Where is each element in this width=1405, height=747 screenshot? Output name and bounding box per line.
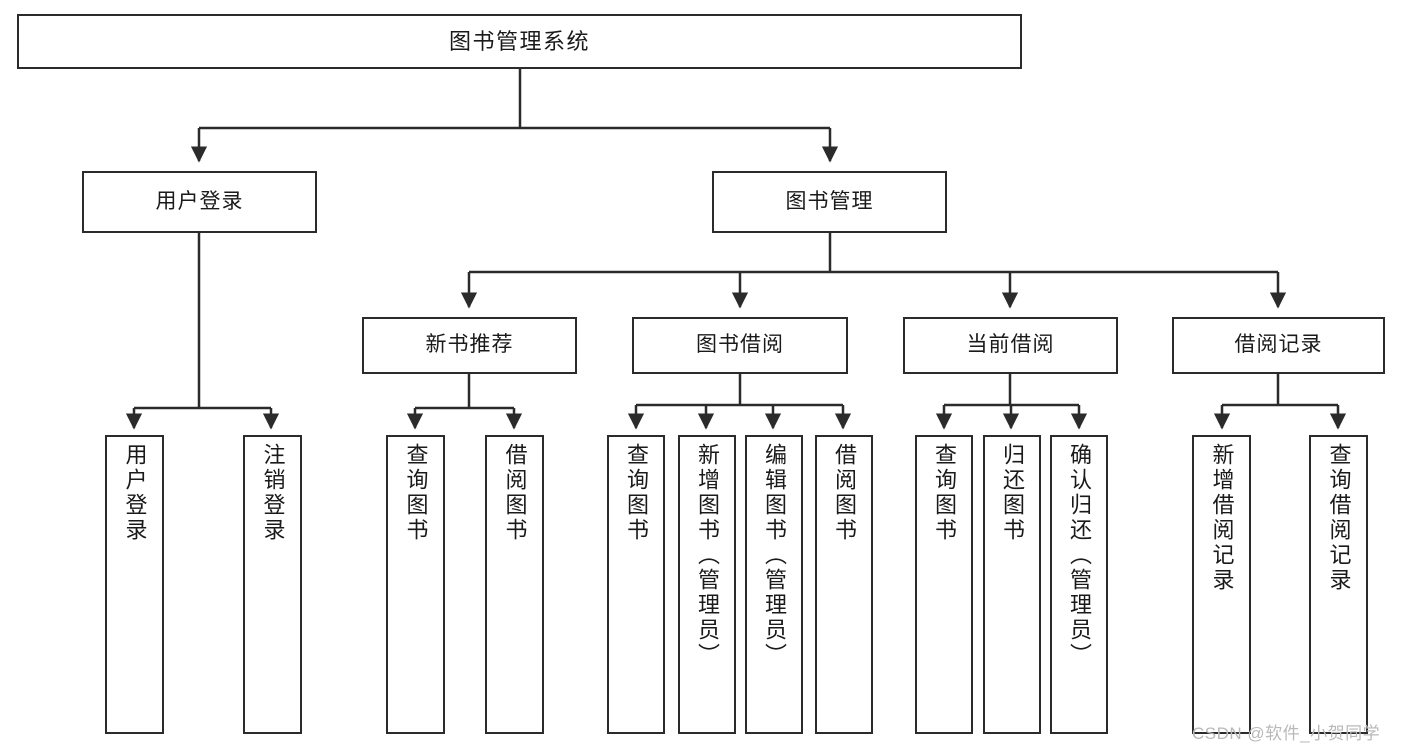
node-leaf-borrow-book-2[interactable]: 借阅图书 bbox=[815, 435, 873, 734]
node-leaf-add-book-label: 新增图书（管理员） bbox=[695, 443, 720, 668]
node-user-login[interactable]: 用户登录 bbox=[82, 171, 317, 233]
node-leaf-borrow-book-2-label: 借阅图书 bbox=[832, 443, 857, 543]
node-leaf-query-record-label: 查询借阅记录 bbox=[1326, 443, 1352, 593]
node-leaf-borrow-book-1[interactable]: 借阅图书 bbox=[485, 435, 544, 734]
node-book-borrow[interactable]: 图书借阅 bbox=[632, 317, 848, 374]
node-book-manage[interactable]: 图书管理 bbox=[712, 171, 947, 233]
node-leaf-confirm-return-label: 确认归还（管理员） bbox=[1067, 443, 1092, 668]
node-leaf-return-book-label: 归还图书 bbox=[1000, 443, 1025, 543]
node-borrow-record-label: 借阅记录 bbox=[1234, 333, 1323, 357]
node-book-borrow-label: 图书借阅 bbox=[696, 333, 784, 357]
node-leaf-add-book[interactable]: 新增图书（管理员） bbox=[678, 435, 736, 734]
csdn-watermark: CSDN @软件_小贺同学 bbox=[1192, 724, 1381, 743]
node-leaf-user-login-label: 用户登录 bbox=[122, 443, 148, 543]
node-user-login-label: 用户登录 bbox=[155, 189, 244, 213]
node-leaf-add-record[interactable]: 新增借阅记录 bbox=[1192, 435, 1251, 734]
node-borrow-record[interactable]: 借阅记录 bbox=[1172, 317, 1385, 374]
node-leaf-query-book-3-label: 查询图书 bbox=[932, 443, 957, 543]
node-leaf-logout-label: 注销登录 bbox=[260, 443, 286, 543]
node-root[interactable]: 图书管理系统 bbox=[17, 14, 1022, 69]
node-leaf-query-book-3[interactable]: 查询图书 bbox=[915, 435, 973, 734]
node-book-manage-label: 图书管理 bbox=[785, 189, 874, 213]
node-leaf-confirm-return[interactable]: 确认归还（管理员） bbox=[1050, 435, 1108, 734]
node-current-borrow-label: 当前借阅 bbox=[966, 333, 1055, 357]
node-new-book-recommend-label: 新书推荐 bbox=[425, 333, 514, 357]
node-leaf-query-book-1[interactable]: 查询图书 bbox=[386, 435, 445, 734]
node-leaf-borrow-book-1-label: 借阅图书 bbox=[502, 443, 528, 543]
node-current-borrow[interactable]: 当前借阅 bbox=[903, 317, 1118, 374]
node-leaf-add-record-label: 新增借阅记录 bbox=[1209, 443, 1235, 593]
node-leaf-return-book[interactable]: 归还图书 bbox=[983, 435, 1041, 734]
node-leaf-edit-book-label: 编辑图书（管理员） bbox=[762, 443, 787, 668]
node-leaf-edit-book[interactable]: 编辑图书（管理员） bbox=[745, 435, 803, 734]
node-root-label: 图书管理系统 bbox=[448, 28, 590, 54]
node-leaf-logout[interactable]: 注销登录 bbox=[243, 435, 302, 734]
node-new-book-recommend[interactable]: 新书推荐 bbox=[362, 317, 577, 374]
node-leaf-query-book-2-label: 查询图书 bbox=[624, 443, 649, 543]
node-leaf-query-book-1-label: 查询图书 bbox=[403, 443, 429, 543]
node-leaf-user-login[interactable]: 用户登录 bbox=[105, 435, 164, 734]
node-leaf-query-book-2[interactable]: 查询图书 bbox=[607, 435, 665, 734]
node-leaf-query-record[interactable]: 查询借阅记录 bbox=[1309, 435, 1368, 734]
